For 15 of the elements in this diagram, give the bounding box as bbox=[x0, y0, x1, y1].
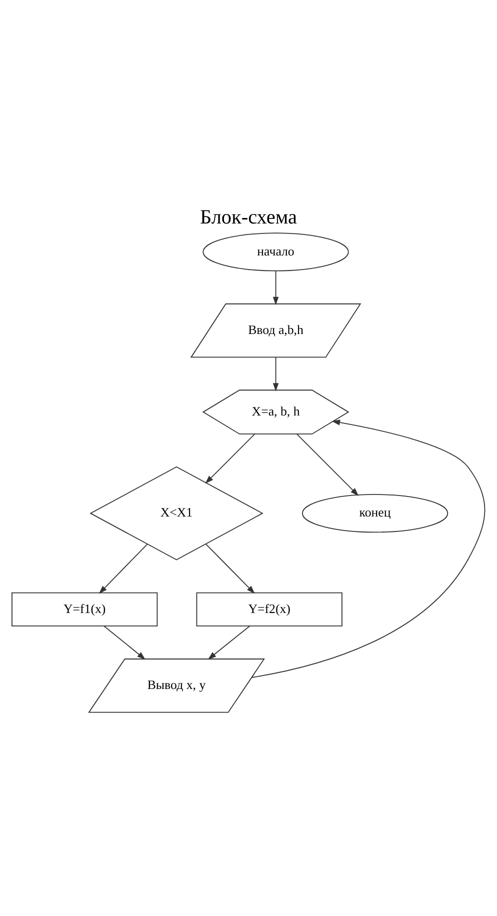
arrow bbox=[208, 626, 250, 660]
node-diamond: X<X1 bbox=[90, 466, 264, 560]
arrow bbox=[205, 544, 255, 594]
arrow bbox=[272, 357, 279, 392]
arrow bbox=[272, 270, 279, 306]
node-ellipse: начало bbox=[202, 232, 349, 272]
arrow bbox=[296, 434, 359, 496]
arrow bbox=[104, 626, 146, 660]
node-box: Y=f1(x) bbox=[12, 592, 158, 626]
arrow bbox=[251, 420, 486, 678]
diagram-title: Блок-схема bbox=[200, 206, 298, 229]
node-ellipse: конец bbox=[302, 494, 448, 533]
node-box: Y=f2(x) bbox=[196, 592, 342, 626]
arrow bbox=[98, 544, 148, 594]
arrow bbox=[205, 434, 256, 484]
